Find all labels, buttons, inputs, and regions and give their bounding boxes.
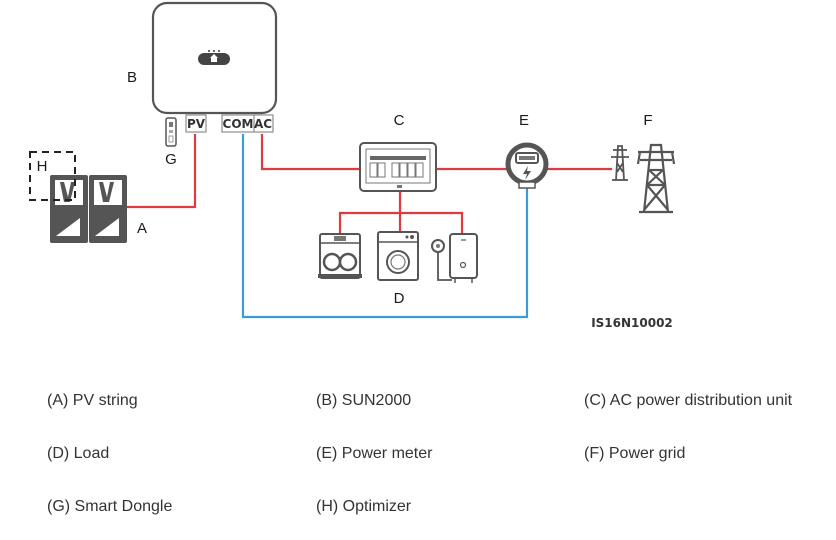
lightning-icon [523,166,531,180]
port-ac: AC [253,114,274,133]
legend-item-f: (F) Power grid [584,445,686,462]
label-h: H [37,158,48,175]
label-c: C [394,112,405,129]
port-com-label: COM [223,117,254,131]
wires [127,134,612,319]
legend-item-c: (C) AC power distribution unit [584,392,793,409]
label-b: B [127,69,137,86]
home-icon [210,54,218,62]
port-pv-label: PV [187,117,206,131]
transmission-tower-large [636,143,676,214]
ac-output-cable [260,134,360,171]
label-e: E [519,112,529,129]
power-meter [505,142,549,189]
port-com: COM [221,114,255,133]
figure-code: IS16N10002 [591,316,673,330]
transmission-tower-small [611,145,629,181]
label-g: G [165,151,177,168]
label-d: D [394,290,405,307]
optimizer-dashed-outline [29,151,76,201]
port-pv: PV [185,114,207,133]
inverter-sun2000 [151,1,278,115]
label-a: A [137,220,147,237]
pv-module [89,175,127,243]
water-heater-icon [431,233,478,283]
pv-module [50,175,88,243]
legend-item-d: (D) Load [47,445,110,462]
legend-item-h: (H) Optimizer [316,498,412,515]
com-rs485-cable [241,134,529,319]
pv-string [50,175,127,243]
port-ac-label: AC [254,117,272,131]
dishwasher-icon [318,233,362,279]
washing-machine-icon [377,231,419,281]
ac-distribution-unit [359,142,437,192]
system-diagram: PV COM AC [29,1,676,330]
legend-item-b: (B) SUN2000 [316,392,412,409]
smart-dongle [165,117,177,147]
legend-item-e: (E) Power meter [316,445,433,462]
label-f: F [643,112,652,129]
pv-dc-cable [127,134,197,209]
legend-item-a: (A) PV string [47,392,138,409]
legend-item-g: (G) Smart Dongle [47,498,173,515]
